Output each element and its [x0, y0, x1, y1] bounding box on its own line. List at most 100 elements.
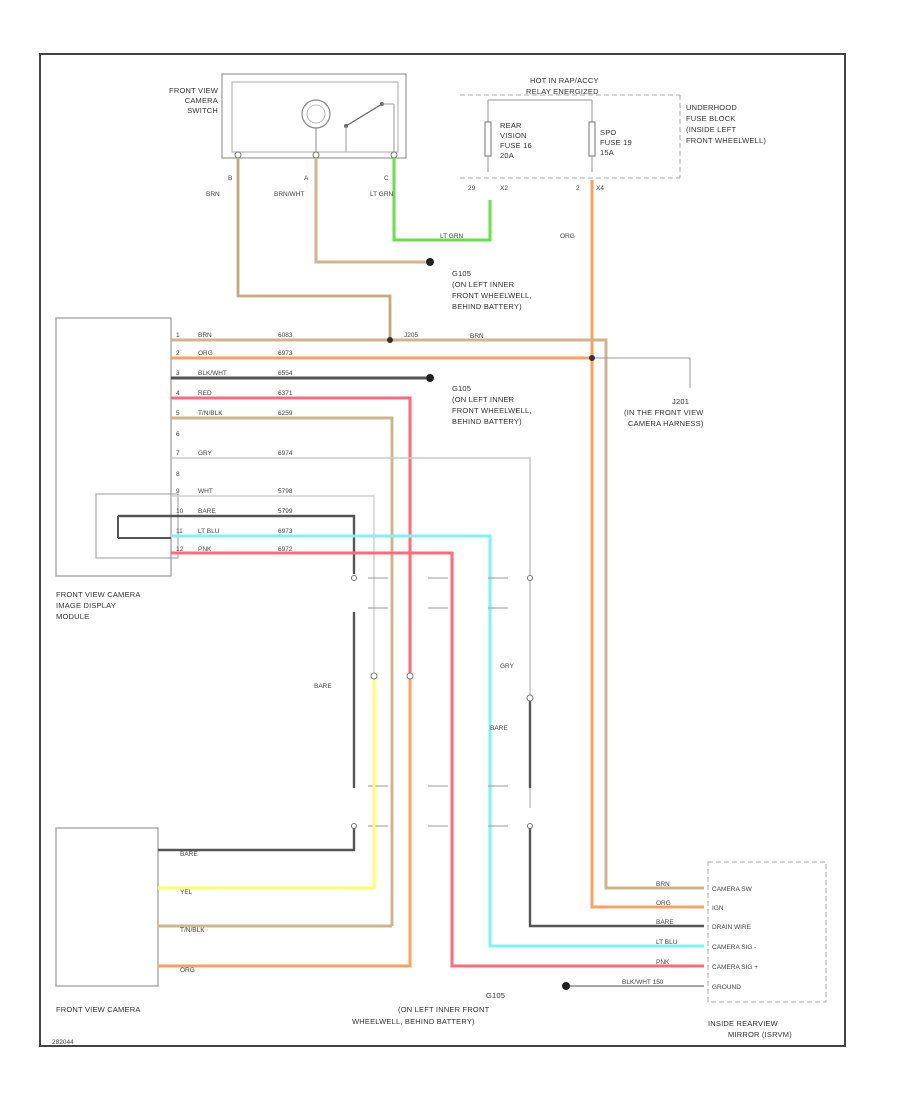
- svg-text:2: 2: [176, 350, 180, 357]
- svg-text:ORG: ORG: [198, 350, 213, 357]
- diagram-frame: [39, 53, 846, 1047]
- svg-text:6371: 6371: [278, 390, 293, 397]
- ground-3-line-2: (ON LEFT INNER FRONT: [398, 1005, 490, 1014]
- svg-text:BLK/WHT 150: BLK/WHT 150: [622, 979, 664, 986]
- fuse-spo-line-1: SPO: [600, 128, 616, 137]
- switch-name-line-1: FRONT VIEW: [169, 86, 219, 95]
- switch-pin-c: C: [384, 175, 389, 182]
- svg-text:6972: 6972: [278, 546, 293, 553]
- svg-text:GROUND: GROUND: [712, 984, 741, 991]
- svg-text:BARE: BARE: [198, 508, 216, 515]
- svg-text:3: 3: [176, 370, 180, 377]
- svg-text:LT BLU: LT BLU: [656, 939, 678, 946]
- label-sw-b: BRN: [206, 191, 220, 198]
- wire-row-lt-blu: [171, 534, 704, 948]
- fuse-block-name-1: UNDERHOOD: [686, 103, 737, 112]
- connector-markers: [351, 575, 534, 829]
- switch-name-line-2: CAMERA: [185, 96, 218, 105]
- svg-text:CAMERA SIG +: CAMERA SIG +: [712, 964, 758, 971]
- camera-row-3: T/N/BLK: [180, 927, 205, 934]
- fuse-note-line-2: RELAY ENERGIZED: [526, 87, 599, 96]
- ground-1-line-3: FRONT WHEELWELL,: [452, 291, 532, 300]
- module-name-line-1: FRONT VIEW CAMERA: [56, 590, 141, 599]
- fuse-spo-pin-2: X4: [596, 185, 604, 192]
- svg-text:RED: RED: [198, 390, 212, 397]
- switch-name-line-3: SWITCH: [187, 106, 218, 115]
- svg-text:CAMERA SW: CAMERA SW: [712, 886, 753, 893]
- camera-name: FRONT VIEW CAMERA: [56, 1005, 141, 1014]
- fuse-block-name-3: (INSIDE LEFT: [686, 125, 737, 134]
- label-bare-vertical-2: BARE: [490, 725, 508, 732]
- wire-switch-brn: [236, 158, 392, 338]
- ground-2-line-2: (ON LEFT INNER: [452, 395, 515, 404]
- wire-row-wht: [171, 495, 375, 676]
- label-bare-vertical: BARE: [314, 683, 332, 690]
- fuse-rear-line-2: VISION: [500, 131, 527, 140]
- fuse-rear-line-4: 20A: [500, 151, 514, 160]
- svg-text:BRN: BRN: [198, 332, 212, 339]
- camera-row-4: ORG: [180, 967, 195, 974]
- svg-text:4: 4: [176, 390, 180, 397]
- front-view-camera-box: [55, 827, 159, 987]
- ground-1-line-2: (ON LEFT INNER: [452, 280, 515, 289]
- fuse-rear-line-1: REAR: [500, 121, 522, 130]
- fuse-rear-pin-1: 29: [468, 185, 476, 192]
- underhood-fuse-block: [460, 94, 681, 179]
- svg-text:BLK/WHT: BLK/WHT: [198, 370, 227, 377]
- switch-lamp-icon: [301, 99, 331, 129]
- splice-j201-line-1: J201: [672, 397, 689, 406]
- ground-icon-1: [426, 258, 434, 266]
- camera-row-2: YEL: [180, 889, 193, 896]
- wire-ign-org: [590, 180, 704, 909]
- svg-text:DRAIN WIRE: DRAIN WIRE: [712, 924, 752, 931]
- svg-text:GRY: GRY: [198, 450, 213, 457]
- ground-icon-2: [426, 374, 434, 382]
- svg-text:6974: 6974: [278, 450, 293, 457]
- ground-1-line-4: BEHIND BATTERY): [452, 302, 522, 311]
- fuse-rear-line-3: FUSE 16: [500, 141, 532, 150]
- wire-switch-lt-grn: [392, 158, 492, 242]
- svg-text:10: 10: [176, 508, 184, 515]
- mirror-name-line-1: INSIDE REARVIEW: [708, 1019, 779, 1028]
- wire-switch-brn-wht: [314, 158, 426, 264]
- svg-text:CAMERA SIG -: CAMERA SIG -: [712, 944, 756, 951]
- svg-text:6259: 6259: [278, 410, 293, 417]
- splice-j201-line-2: (IN THE FRONT VIEW: [624, 408, 704, 417]
- wire-camera-yel: [158, 676, 376, 890]
- wire-row-brn: [171, 338, 704, 890]
- fuse-19-icon: [588, 121, 596, 157]
- camera-row-1: BARE: [180, 851, 198, 858]
- front-view-camera-switch: [221, 73, 407, 159]
- svg-text:6973: 6973: [278, 528, 293, 535]
- module-name-line-2: IMAGE DISPLAY: [56, 601, 116, 610]
- wire-mirror-bare: [528, 826, 704, 928]
- ground-1-line-1: G105: [452, 269, 471, 278]
- svg-text:PNK: PNK: [656, 959, 670, 966]
- inside-rearview-mirror-box: [707, 861, 827, 1003]
- svg-text:ORG: ORG: [656, 900, 671, 907]
- fuse-spo-line-2: FUSE 19: [600, 138, 632, 147]
- mirror-row-labels: BRN ORG BARE LT BLU PNK BLK/WHT 150: [622, 881, 678, 986]
- svg-text:9: 9: [176, 488, 180, 495]
- mirror-name-line-2: MIRROR (ISRVM): [728, 1030, 792, 1039]
- wire-row-gry: [171, 457, 531, 808]
- ground-2-line-1: G105: [452, 384, 471, 393]
- module-name-line-3: MODULE: [56, 612, 89, 621]
- footer-code: 282044: [52, 1039, 74, 1046]
- j201-leader: [592, 357, 691, 388]
- wire-row-tan-blk: [171, 416, 394, 926]
- switch-contact-icon: [345, 103, 383, 127]
- wire-camera-bare: [158, 826, 356, 852]
- ground-3-line-1: G105: [486, 991, 505, 1000]
- svg-text:1: 1: [176, 332, 180, 339]
- wire-camera-org: [158, 676, 412, 968]
- module-row-labels: 1 BRN 6083 2 ORG 6973 3 BLK/WHT 6554 4 R…: [176, 332, 293, 553]
- label-sw-c-run: LT GRN: [440, 233, 464, 240]
- svg-text:6973: 6973: [278, 350, 293, 357]
- svg-text:8: 8: [176, 471, 180, 478]
- svg-text:12: 12: [176, 546, 184, 553]
- fuse-spo-line-3: 15A: [600, 148, 614, 157]
- label-sw-a: BRN/WHT: [274, 191, 304, 198]
- fuse-note-line-1: HOT IN RAP/ACCY: [530, 76, 599, 85]
- fuse-block-name-4: FRONT WHEELWELL): [686, 136, 766, 145]
